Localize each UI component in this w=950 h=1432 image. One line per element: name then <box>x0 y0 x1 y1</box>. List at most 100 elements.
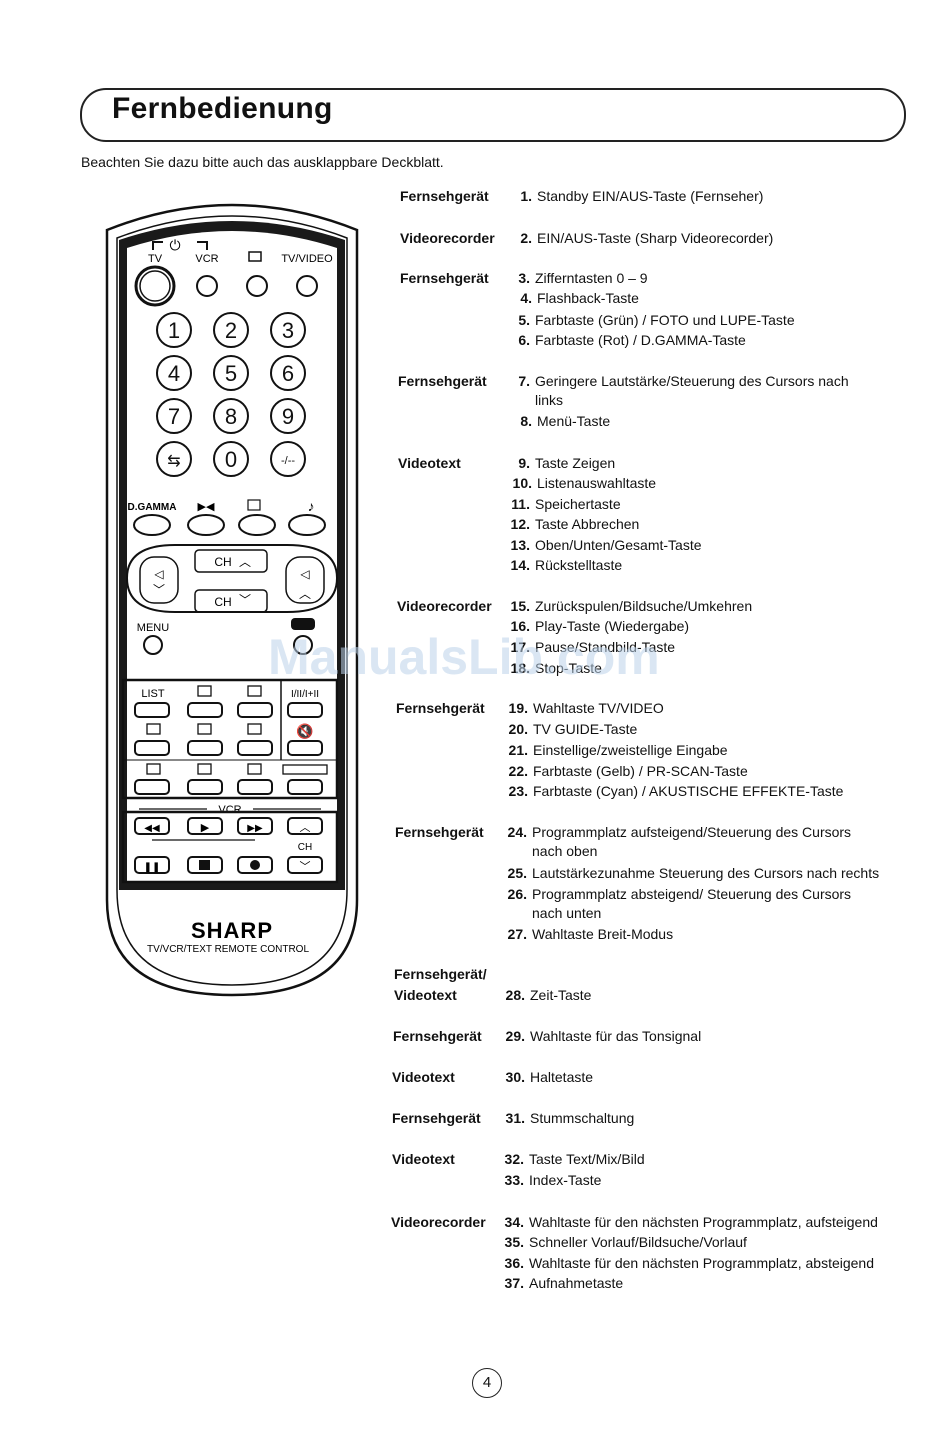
device-label: Fernsehgerät <box>392 1110 481 1126</box>
item-number: 37. <box>504 1275 524 1291</box>
item-description: Zurückspulen/Bildsuche/Umkehren <box>535 598 753 614</box>
item-description: Farbtaste (Gelb) / PR-SCAN-Taste <box>533 763 748 779</box>
svg-text:◁: ◁ <box>300 567 310 581</box>
title-frame <box>80 88 906 142</box>
item-description: Programmplatz absteigend/ Steuerung des … <box>532 886 852 902</box>
dgamma-label: D.GAMMA <box>128 502 177 513</box>
item-description: EIN/AUS-Taste (Sharp Videorecorder) <box>537 230 774 246</box>
device-label: Videotext <box>394 987 457 1003</box>
item-number: 18. <box>510 660 530 676</box>
item-description-continued: nach unten <box>532 905 602 921</box>
vcr-label: VCR <box>195 253 218 265</box>
model-label: TV/VCR/TEXT REMOTE CONTROL <box>147 944 309 955</box>
svg-text:⏻: ⏻ <box>169 237 180 253</box>
item-number: 31. <box>505 1110 525 1126</box>
item-number: 14. <box>510 557 530 573</box>
item-description: Aufnahmetaste <box>529 1275 624 1291</box>
svg-text:◀◀: ◀◀ <box>144 823 160 834</box>
item-number: 7. <box>518 373 530 389</box>
svg-text:3: 3 <box>282 318 294 343</box>
item-number: 33. <box>504 1172 524 1188</box>
item-description: Programmplatz aufsteigend/Steuerung des … <box>532 824 852 840</box>
device-label: Fernsehgerät <box>400 270 489 286</box>
item-description: Lautstärkezunahme Steuerung des Cursors … <box>532 865 880 881</box>
svg-text:8: 8 <box>225 404 237 429</box>
device-label: Videorecorder <box>397 598 492 614</box>
watermark: ManualsLib.com <box>268 629 660 685</box>
list-label: LIST <box>141 688 165 700</box>
item-number: 22. <box>508 763 528 779</box>
svg-text:6: 6 <box>282 361 294 386</box>
item-description: Einstellige/zweistellige Eingabe <box>533 742 728 758</box>
svg-text:﹀: ﹀ <box>300 860 311 873</box>
item-number: 19. <box>508 700 528 716</box>
item-description: Oben/Unten/Gesamt-Taste <box>535 537 702 553</box>
item-description: Wahltaste TV/VIDEO <box>533 700 664 716</box>
item-number: 17. <box>510 639 530 655</box>
svg-text:1: 1 <box>168 318 180 343</box>
svg-text:⇆: ⇆ <box>167 453 180 470</box>
item-number: 30. <box>505 1069 525 1085</box>
item-description: Pause/Standbild-Taste <box>535 639 676 655</box>
svg-text:︿: ︿ <box>300 822 311 834</box>
item-number: 4. <box>520 290 532 306</box>
vcr-section-label: VCR <box>218 804 241 816</box>
tv-label: TV <box>148 253 163 265</box>
item-description: Speichertaste <box>535 496 621 512</box>
item-number: 11. <box>511 496 530 512</box>
device-label: Fernsehgerät <box>393 1028 482 1044</box>
item-description: Wahltaste für das Tonsignal <box>530 1028 702 1044</box>
item-description: Rückstelltaste <box>535 557 623 573</box>
item-number: 26. <box>507 886 527 902</box>
item-number: 16. <box>510 618 530 634</box>
tvvideo-label: TV/VIDEO <box>281 253 333 265</box>
device-label: Videotext <box>392 1069 455 1085</box>
device-label: Fernsehgerät <box>398 373 487 389</box>
item-description: Zifferntasten 0 – 9 <box>535 270 648 286</box>
item-description: Farbtaste (Cyan) / AKUSTISCHE EFFEKTE-Ta… <box>533 783 844 799</box>
svg-text:︿: ︿ <box>299 587 311 601</box>
device-label: Fernsehgerät/ <box>394 966 487 982</box>
item-number: 20. <box>508 721 528 737</box>
item-number: 25. <box>507 865 527 881</box>
brand-logo: SHARP <box>191 918 273 943</box>
page-number: 4 <box>472 1368 502 1398</box>
item-description: Wahltaste für den nächsten Programmplatz… <box>529 1214 878 1230</box>
item-description: Haltetaste <box>530 1069 594 1085</box>
item-number: 2. <box>520 230 532 246</box>
item-description: Standby EIN/AUS-Taste (Fernseher) <box>537 188 764 204</box>
item-number: 29. <box>505 1028 525 1044</box>
svg-text:◁: ◁ <box>154 567 164 581</box>
tvvideo-button <box>296 275 318 297</box>
item-number: 6. <box>518 332 530 348</box>
svg-text:9: 9 <box>282 404 294 429</box>
device-label: Videotext <box>398 455 461 471</box>
vcr-power-button <box>196 275 218 297</box>
svg-text:I/II/I+II: I/II/I+II <box>291 689 319 700</box>
item-description: Index-Taste <box>529 1172 602 1188</box>
svg-text:▶◀: ▶◀ <box>198 501 215 513</box>
item-number: 13. <box>510 537 530 553</box>
item-description: Zeit-Taste <box>530 987 592 1003</box>
item-description: Wahltaste Breit-Modus <box>532 926 674 942</box>
device-label: Fernsehgerät <box>396 700 485 716</box>
menu-button <box>143 635 163 655</box>
item-number: 1. <box>520 188 532 204</box>
item-number: 15. <box>510 598 530 614</box>
teletext-button <box>246 275 268 297</box>
item-number: 32. <box>504 1151 524 1167</box>
svg-text:7: 7 <box>168 404 180 429</box>
item-description: Play-Taste (Wiedergabe) <box>535 618 690 634</box>
item-number: 36. <box>504 1255 524 1271</box>
vcr-ch-label: CH <box>298 842 312 853</box>
svg-text:▶▶: ▶▶ <box>247 823 263 834</box>
item-description: Stop-Taste <box>535 660 602 676</box>
item-description: Taste Zeigen <box>535 455 616 471</box>
item-description: Wahltaste für den nächsten Programmplatz… <box>529 1255 875 1271</box>
item-description-continued: links <box>535 392 564 408</box>
svg-text:4: 4 <box>168 361 180 386</box>
svg-text:❚❚: ❚❚ <box>144 862 161 873</box>
standby-button <box>134 265 176 307</box>
item-description: Taste Text/Mix/Bild <box>529 1151 645 1167</box>
item-number: 21. <box>508 742 528 758</box>
